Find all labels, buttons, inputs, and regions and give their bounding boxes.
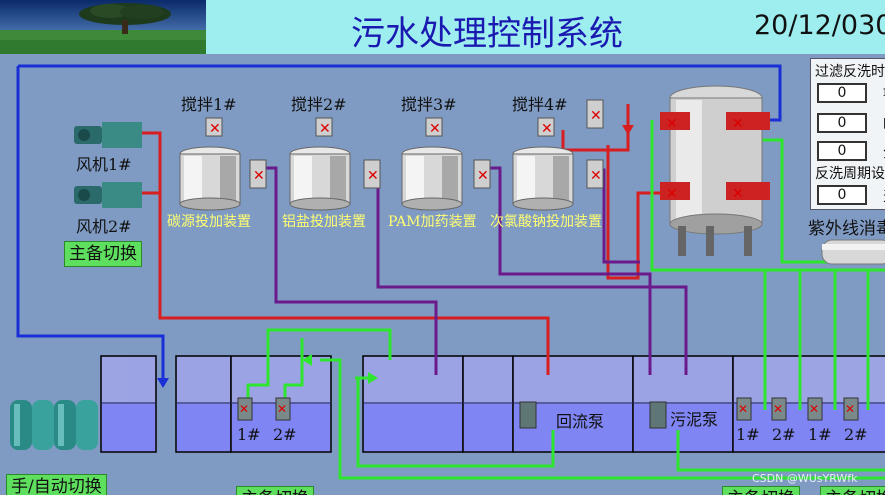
pump-right-3-label: 1# — [808, 425, 832, 444]
mixing-tanks — [179, 146, 574, 211]
header-bar: 污水处理控制系统 20/12/030 — [206, 0, 885, 54]
svg-text:✕: ✕ — [541, 121, 553, 137]
backwash-minutes-input[interactable]: 0 — [817, 83, 867, 103]
svg-text:✕: ✕ — [738, 402, 748, 416]
landscape-logo — [0, 0, 206, 54]
main-backup-switch-button-b[interactable]: 主备切换 — [722, 486, 800, 495]
svg-text:✕: ✕ — [590, 168, 602, 184]
green-pipe-left — [246, 328, 392, 405]
backwash-cycle-title: 反洗周期设 — [815, 166, 885, 182]
page-title: 污水处理控制系统 — [351, 14, 623, 54]
svg-text:✕: ✕ — [732, 116, 744, 132]
svg-text:✕: ✕ — [277, 402, 287, 416]
stirrer-1-label: 搅拌1# — [181, 95, 237, 114]
tank-lower-water — [102, 404, 885, 451]
pump-right-2-label: 2# — [772, 425, 796, 444]
backwash-settings-panel: 过滤反洗时 0 min 0 时 0 分 反洗周期设 0 天 — [810, 58, 885, 210]
alum-dosing-label: 铝盐投加装置 — [282, 214, 366, 230]
stirrer-4-label: 搅拌4# — [512, 95, 568, 114]
svg-text:✕: ✕ — [732, 186, 744, 202]
green-arrow-2 — [368, 372, 378, 384]
svg-text:✕: ✕ — [477, 168, 489, 184]
blower-2-label: 风机2# — [76, 217, 132, 236]
datetime-readout: 20/12/030 — [754, 10, 885, 41]
pump-right-1-label: 1# — [736, 425, 760, 444]
svg-text:✕: ✕ — [809, 402, 819, 416]
backwash-hours-unit: 时 — [883, 114, 885, 134]
blue-arrow — [157, 378, 169, 388]
svg-text:✕: ✕ — [845, 402, 855, 416]
return-pump-label: 回流泵 — [556, 412, 605, 431]
svg-text:✕: ✕ — [239, 402, 249, 416]
purple-pipe-1 — [266, 166, 438, 375]
sludge-pump-label: 污泥泵 — [670, 410, 719, 429]
backwash-min2-input[interactable]: 0 — [817, 141, 867, 161]
red-arrow — [622, 125, 634, 135]
uv-disinfection-pipe — [821, 239, 885, 265]
svg-text:✕: ✕ — [367, 168, 379, 184]
uv-disinfection-label: 紫外线消毒 — [808, 219, 885, 239]
storage-cylinders — [10, 400, 98, 450]
main-backup-switch-button[interactable]: 主备切换 — [64, 241, 142, 267]
backwash-cycle-unit: 天 — [883, 186, 885, 206]
backwash-cycle-input[interactable]: 0 — [817, 185, 867, 205]
pump-left-2-label: 2# — [273, 425, 297, 444]
svg-text:✕: ✕ — [773, 402, 783, 416]
red-pipe-filter — [561, 104, 662, 280]
purple-pipe-3 — [488, 166, 652, 375]
carbon-dosing-label: 碳源投加装置 — [167, 214, 251, 230]
pump-left-1-label: 1# — [237, 425, 261, 444]
main-backup-switch-button-a[interactable]: 主备切换 — [236, 486, 314, 495]
svg-text:✕: ✕ — [666, 116, 678, 132]
valves: ✕ ✕ ✕ ✕ ✕ ✕ ✕ ✕ ✕ — [205, 99, 604, 189]
backwash-time-title: 过滤反洗时 — [815, 64, 885, 80]
manual-auto-switch-button[interactable]: 手/自动切换 — [6, 474, 107, 495]
svg-text:✕: ✕ — [590, 108, 602, 124]
backwash-min2-unit: 分 — [883, 142, 885, 162]
main-backup-switch-button-c[interactable]: 主备切换 — [820, 486, 885, 495]
stirrer-2-label: 搅拌2# — [291, 95, 347, 114]
svg-text:✕: ✕ — [209, 121, 221, 137]
blower-1-label: 风机1# — [76, 155, 132, 174]
svg-text:✕: ✕ — [429, 121, 441, 137]
watermark: CSDN @WUsYRWfk — [752, 472, 858, 485]
svg-text:✕: ✕ — [666, 186, 678, 202]
svg-text:✕: ✕ — [253, 168, 265, 184]
svg-text:✕: ✕ — [319, 121, 331, 137]
stirrer-3-label: 搅拌3# — [401, 95, 457, 114]
pump-right-4-label: 2# — [844, 425, 868, 444]
backwash-minutes-unit: min — [883, 84, 885, 100]
red-pipe-blowers — [142, 131, 550, 375]
blower-units — [74, 122, 142, 208]
submersible-pumps: ✕ ✕ ✕ ✕ ✕ ✕ — [237, 397, 859, 429]
purple-pipe-2 — [376, 170, 688, 375]
green-arrow-1 — [302, 354, 312, 366]
tank-upper-stipple — [102, 357, 885, 402]
filter-tank: ✕ ✕ ✕ ✕ — [660, 85, 770, 256]
pam-dosing-label: PAM加药装置 — [388, 214, 477, 230]
backwash-hours-input[interactable]: 0 — [817, 113, 867, 133]
green-pipe-bottom — [320, 358, 885, 480]
hypochlorite-dosing-label: 次氯酸钠投加装置 — [490, 214, 602, 230]
